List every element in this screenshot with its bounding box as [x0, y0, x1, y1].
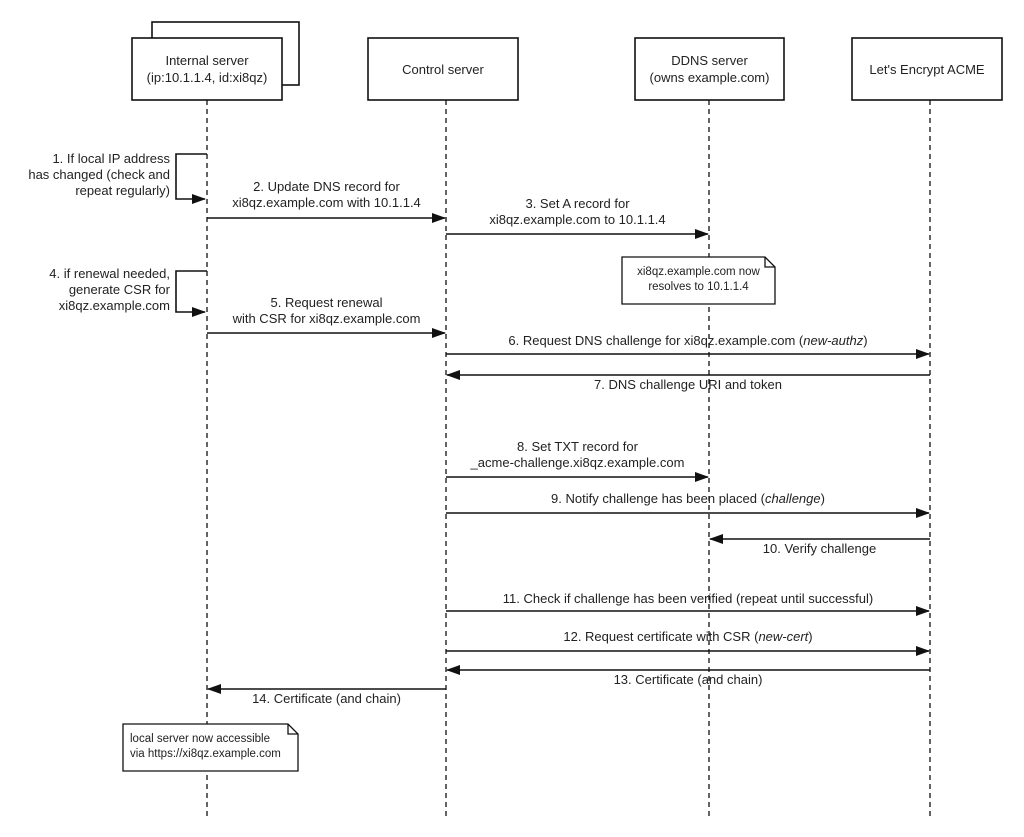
- message-12-suffix: ): [808, 629, 813, 644]
- message-9-italic: challenge: [764, 491, 821, 506]
- message-1-line-3: repeat regularly): [75, 183, 170, 198]
- participant-internal-detail: (ip:10.1.1.4, id:xi8qz): [146, 70, 268, 85]
- note-ddns-fold: [764, 257, 775, 268]
- message-6-suffix: ): [863, 333, 868, 348]
- note-internal-line-1: local server now accessible: [130, 733, 270, 745]
- participant-acme-box: [851, 37, 1003, 101]
- note-ddns-line-2: resolves to 10.1.1.4: [648, 281, 749, 293]
- message-9-suffix: ): [820, 491, 825, 506]
- message-1-line-2: has changed (check and: [28, 167, 170, 182]
- participant-ddns-name: DDNS server: [671, 53, 748, 68]
- message-10-text: 10. Verify challenge: [762, 541, 877, 556]
- participant-ddns-box: [634, 37, 785, 101]
- message-12-label: 12. Request certificate with CSR (new-ce…: [446, 629, 930, 645]
- message-5-label: 5. Request renewal with CSR for xi8qz.ex…: [207, 295, 446, 327]
- note-internal-text: local server now accessible via https://…: [130, 732, 281, 762]
- message-4-line-3: xi8qz.example.com: [58, 298, 170, 313]
- participant-control-name: Control server: [402, 61, 484, 77]
- participant-ddns-detail: (owns example.com): [649, 70, 770, 85]
- participant-acme-label: Let's Encrypt ACME: [852, 38, 1002, 100]
- message-2-line-2: xi8qz.example.com with 10.1.1.4: [232, 195, 421, 210]
- message-12-text: 12. Request certificate with CSR (: [563, 629, 759, 644]
- message-3-label: 3. Set A record for xi8qz.example.com to…: [446, 196, 709, 228]
- participant-control-box: [367, 37, 519, 101]
- message-11-text: 11. Check if challenge has been verified…: [502, 591, 874, 606]
- message-9-label: 9. Notify challenge has been placed (cha…: [446, 491, 930, 507]
- message-2-label: 2. Update DNS record for xi8qz.example.c…: [207, 179, 446, 211]
- participant-acme-name: Let's Encrypt ACME: [869, 61, 985, 77]
- message-7-label: 7. DNS challenge URI and token: [446, 377, 930, 393]
- message-4-arrow: [175, 270, 207, 317]
- message-9-text: 9. Notify challenge has been placed (: [551, 491, 765, 506]
- participant-control-label: Control server: [368, 38, 518, 100]
- message-13-text: 13. Certificate (and chain): [613, 672, 763, 687]
- message-1-arrow: [175, 153, 207, 204]
- message-1-label: 1. If local IP address has changed (chec…: [28, 151, 170, 199]
- note-ddns-shape: [621, 256, 776, 305]
- note-internal-line-2: via https://xi8qz.example.com: [130, 748, 281, 760]
- message-7-text: 7. DNS challenge URI and token: [594, 377, 782, 392]
- message-4-label: 4. if renewal needed, generate CSR for x…: [49, 266, 170, 314]
- message-13-label: 13. Certificate (and chain): [446, 672, 930, 688]
- message-5-line-2: with CSR for xi8qz.example.com: [232, 311, 421, 326]
- message-8-label: 8. Set TXT record for _acme-challenge.xi…: [446, 439, 709, 471]
- message-6-label: 6. Request DNS challenge for xi8qz.examp…: [446, 333, 930, 349]
- message-6-text: 6. Request DNS challenge for xi8qz.examp…: [508, 333, 804, 348]
- participant-internal-name: Internal server: [165, 53, 249, 68]
- message-8-line-1: 8. Set TXT record for: [517, 439, 638, 454]
- participant-ddns-label: DDNS server (owns example.com): [635, 38, 784, 100]
- message-6-italic: new-authz: [803, 333, 864, 348]
- message-12-italic: new-cert: [758, 629, 809, 644]
- message-8-line-2: _acme-challenge.xi8qz.example.com: [470, 455, 685, 470]
- message-14-text: 14. Certificate (and chain): [252, 691, 401, 706]
- message-1-line-1: 1. If local IP address: [52, 151, 170, 166]
- message-5-line-1: 5. Request renewal: [270, 295, 383, 310]
- note-internal-shape: [122, 723, 299, 772]
- message-14-label: 14. Certificate (and chain): [207, 691, 446, 707]
- note-ddns-line-1: xi8qz.example.com now: [637, 266, 760, 278]
- message-3-line-1: 3. Set A record for: [525, 196, 630, 211]
- note-internal-fold: [287, 724, 298, 735]
- participant-internal-label: Internal server (ip:10.1.1.4, id:xi8qz): [132, 38, 282, 100]
- participant-internal-box: [131, 37, 283, 101]
- message-10-label: 10. Verify challenge: [709, 541, 930, 557]
- message-11-label: 11. Check if challenge has been verified…: [446, 591, 930, 607]
- message-2-line-1: 2. Update DNS record for: [253, 179, 400, 194]
- message-4-line-2: generate CSR for: [68, 282, 170, 297]
- note-ddns-text: xi8qz.example.com now resolves to 10.1.1…: [622, 265, 775, 295]
- message-4-line-1: 4. if renewal needed,: [49, 266, 170, 281]
- message-3-line-2: xi8qz.example.com to 10.1.1.4: [489, 212, 666, 227]
